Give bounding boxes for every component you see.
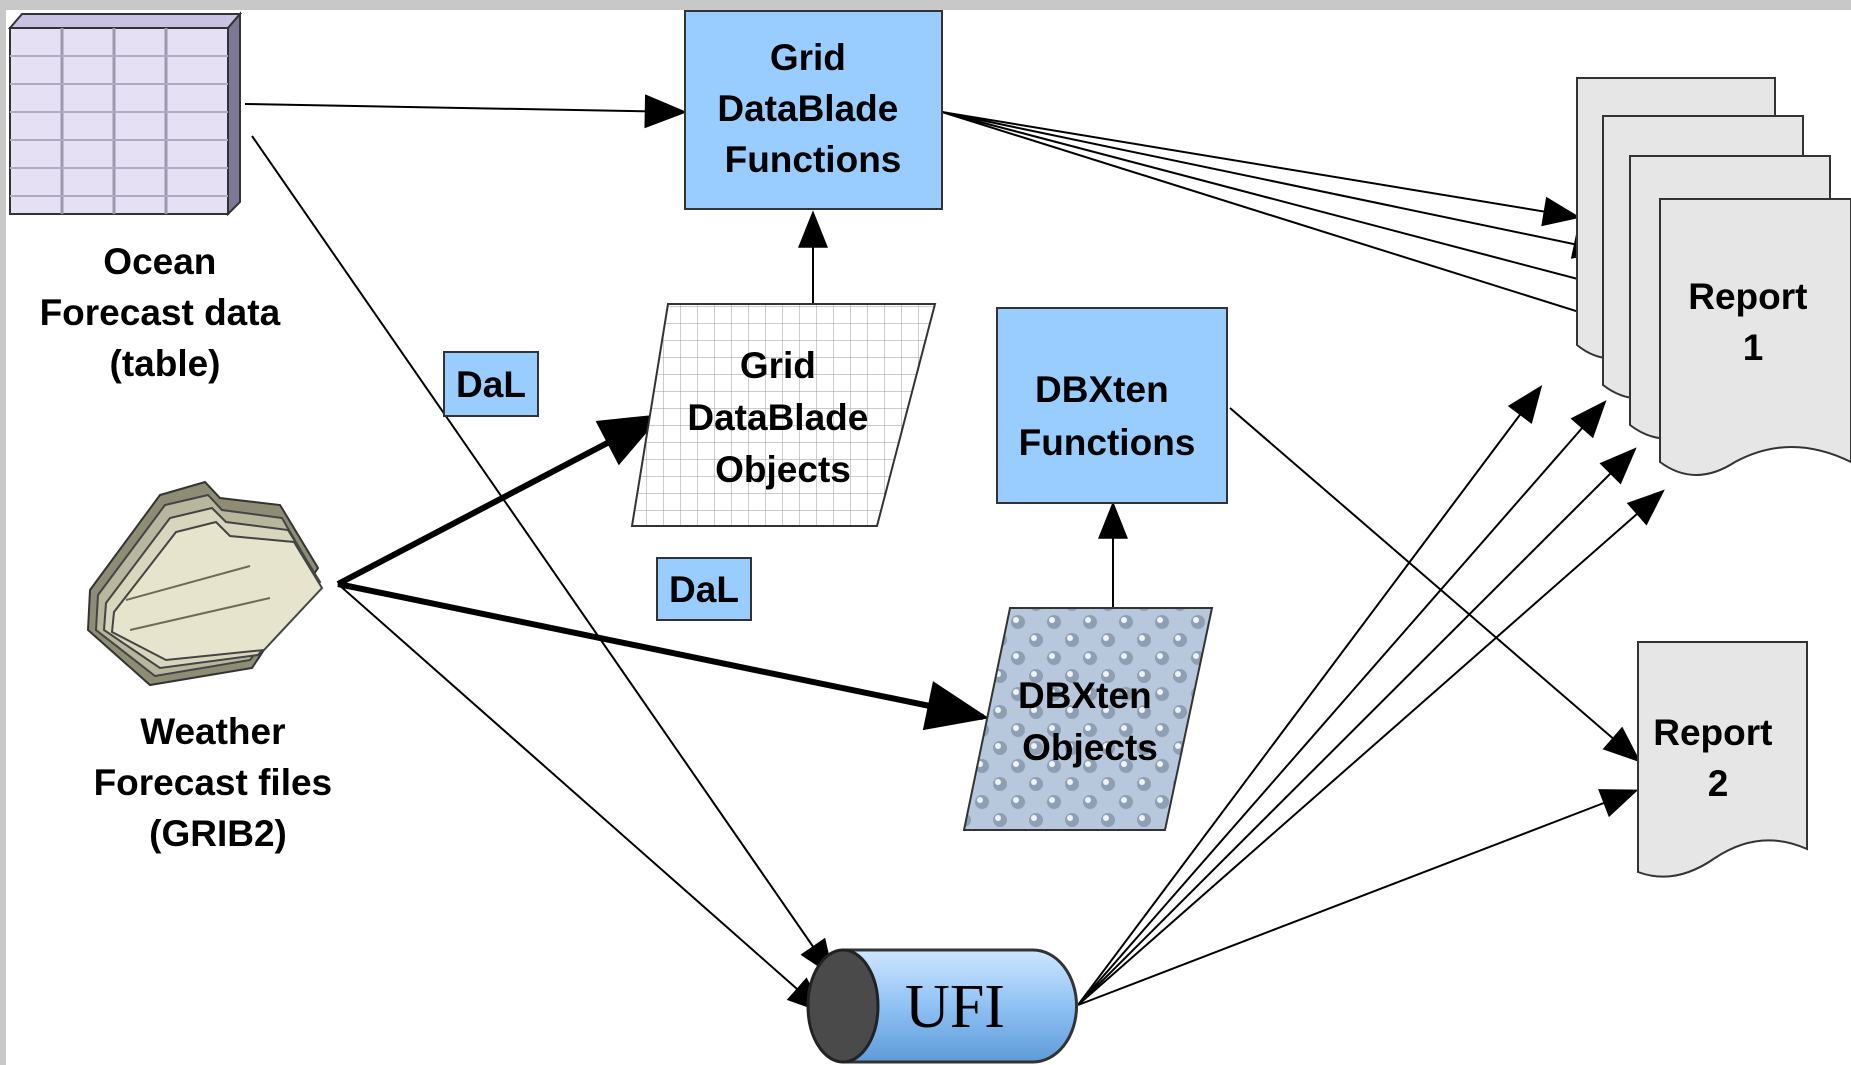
edge-ocean-to-grid-functions [244,94,688,129]
edge-ufi-to-report2 [1077,789,1639,1006]
weather-forecast-label: Weather Forecast files (GRIB2) [94,711,343,854]
dbxten-functions-label-line: Functions [1019,422,1196,463]
edge-weather-to-dbxten-objects [337,581,990,731]
dal-badge: DaL [656,557,752,621]
grid-functions-label: Grid DataBlade Functions [717,37,908,180]
grid-objects-label-line: Grid [740,345,816,386]
dal-badge: DaL [443,351,539,417]
grid-functions-box: Grid DataBlade Functions [684,10,943,210]
report1-label-line: Report [1688,276,1807,317]
grid-objects-label-line: Objects [715,449,851,490]
edge-grid-functions-to-report1-c [941,111,1639,300]
connectors [244,94,1666,1014]
report2-document: Report 2 [1637,641,1808,878]
edge-grid-functions-to-report1-a [941,111,1581,227]
ocean-forecast-label: Ocean Forecast data (table) [40,241,291,384]
report1-label-line: 1 [1743,327,1764,368]
document-icon [1659,198,1851,476]
ufi-label: UFI [905,973,1005,1041]
report2-label-line: 2 [1708,763,1729,804]
folder-icon [86,480,324,687]
dbxten-objects-label-line: Objects [1022,727,1158,768]
document-icon [1637,641,1808,878]
dbxten-objects-label: DBXten Objects [1018,675,1162,768]
report1-document-stack: Report 1 [1576,77,1851,476]
dal-badge-label: DaL [456,364,526,405]
table-icon [7,11,243,217]
grid-objects-node: Grid DataBlade Objects [630,303,937,527]
edge-ufi-to-report1-a [1077,384,1543,1006]
ocean-forecast-label-line: Forecast data [40,292,281,333]
report1-label: Report 1 [1688,276,1818,368]
weather-forecast-label-line: (GRIB2) [149,813,287,854]
dbxten-objects-label-line: DBXten [1018,675,1152,716]
edge-grid-functions-to-report1-d [941,111,1666,343]
weather-forecast-label-line: Forecast files [94,762,333,803]
frame-left [0,0,6,1065]
edge-ufi-to-report1-d [1077,489,1665,1006]
dal-badge-label: DaL [669,569,739,610]
frame-top [0,0,1851,10]
edge-ufi-to-report1-b [1077,400,1607,1006]
edge-grid-functions-to-report1-b [941,111,1611,259]
weather-forecast-files: Weather Forecast files (GRIB2) [86,480,343,854]
edge-weather-to-ufi [337,583,825,1014]
edge-ocean-to-ufi [251,135,835,978]
grid-functions-label-line: Functions [725,139,902,180]
grid-functions-label-line: DataBlade [717,88,898,129]
dbxten-functions-label-line: DBXten [1035,369,1169,410]
weather-forecast-label-line: Weather [140,711,285,752]
cylinder-end-icon [806,948,880,1064]
ufi-database-cylinder: UFI [806,948,1078,1064]
grid-functions-label-line: Grid [770,37,846,78]
ocean-forecast-table: Ocean Forecast data (table) [7,11,291,384]
dbxten-objects-node: DBXten Objects [962,607,1214,831]
dbxten-functions-box: DBXten Functions [996,307,1228,504]
grid-objects-label-line: DataBlade [687,397,868,438]
edge-weather-to-grid-objects [336,414,663,587]
report2-label-line: Report [1653,712,1772,753]
dbxten-functions-label: DBXten Functions [1019,369,1196,463]
ocean-forecast-label-line: (table) [110,343,221,384]
edge-ufi-to-report1-c [1077,447,1637,1006]
edge-dbxten-functions-to-report2 [1229,407,1641,763]
grid-objects-label: Grid DataBlade Objects [687,345,878,490]
ocean-forecast-label-line: Ocean [103,241,216,282]
report2-label: Report 2 [1653,712,1783,804]
